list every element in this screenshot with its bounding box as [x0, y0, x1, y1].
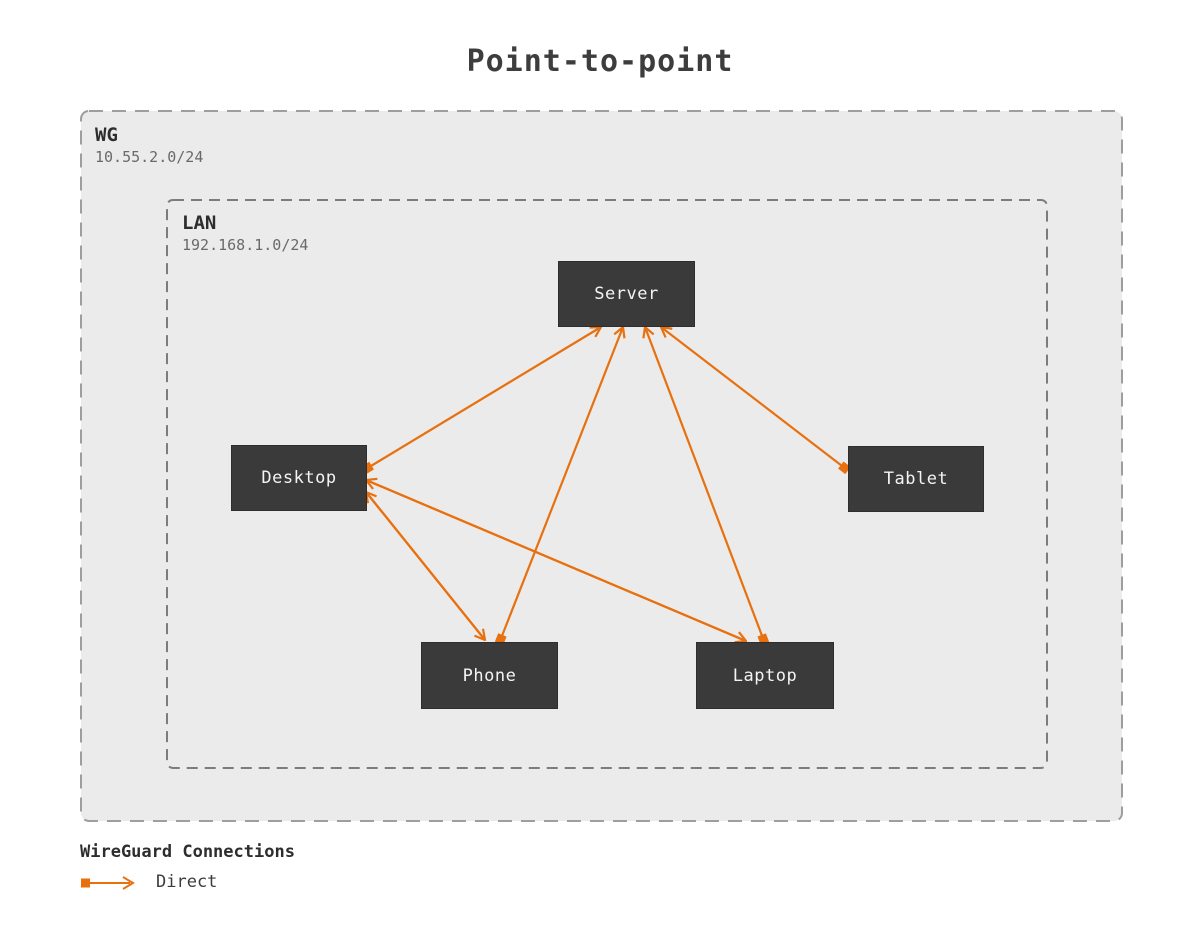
lan-subnet: 192.168.1.0/24 — [182, 235, 309, 254]
node-tablet: Tablet — [848, 446, 984, 512]
legend-item-direct-label: Direct — [156, 872, 218, 892]
node-desktop-label: Desktop — [261, 468, 337, 488]
legend-item-direct: Direct — [80, 872, 295, 892]
edge-tablet-server — [661, 327, 846, 469]
node-server-label: Server — [594, 284, 659, 304]
wg-subnet: 10.55.2.0/24 — [95, 147, 204, 166]
lan-name: LAN — [182, 212, 217, 234]
edge-phone-server — [500, 327, 623, 641]
direct-arrow-icon — [81, 875, 135, 890]
diagram-title: Point-to-point — [466, 44, 734, 79]
wg-container-label: WG 10.55.2.0/24 — [95, 124, 203, 167]
legend: WireGuard Connections Direct — [80, 842, 295, 892]
wg-name: WG — [95, 124, 118, 146]
node-phone: Phone — [421, 642, 558, 709]
node-phone-label: Phone — [462, 665, 517, 686]
wireguard-edges — [366, 327, 846, 641]
legend-title: WireGuard Connections — [80, 842, 295, 862]
node-server: Server — [558, 261, 695, 327]
lan-container-label: LAN 192.168.1.0/24 — [182, 212, 308, 255]
edge-laptop-server — [645, 327, 764, 641]
node-tablet-label: Tablet — [883, 469, 949, 489]
edge-desktop-phone — [365, 491, 485, 640]
node-desktop: Desktop — [231, 445, 367, 511]
edge-laptop-desktop — [366, 480, 747, 643]
edge-desktop-server — [366, 327, 601, 469]
edge-phone-desktop — [366, 492, 486, 641]
node-laptop-label: Laptop — [732, 665, 798, 686]
edge-desktop-laptop — [365, 478, 746, 641]
node-laptop: Laptop — [696, 642, 834, 709]
